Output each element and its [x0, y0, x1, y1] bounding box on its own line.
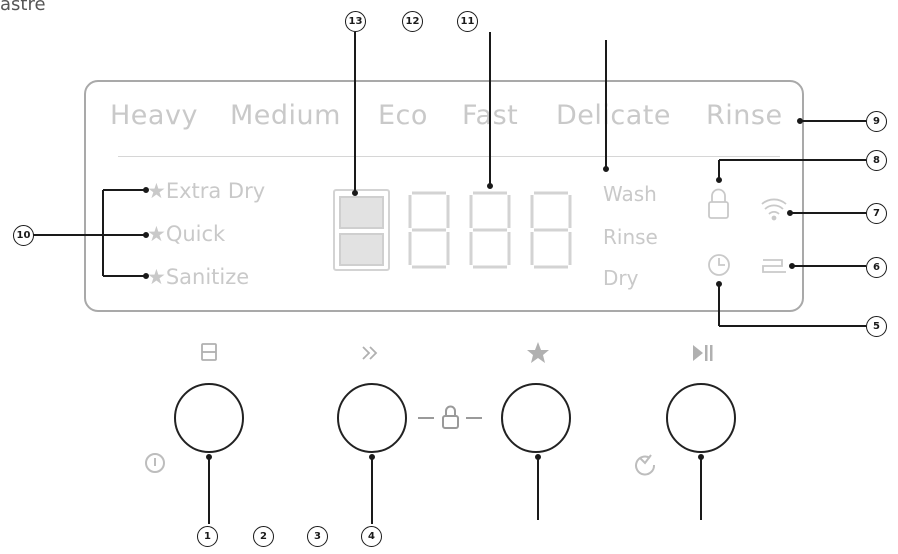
power-icon	[145, 453, 165, 473]
rinse-aid-icon	[762, 259, 786, 273]
star-icon: ★	[147, 179, 166, 203]
star-button-icon	[527, 342, 549, 363]
display-left-block	[333, 189, 390, 271]
display-cell-bottom	[339, 233, 384, 266]
leader-lines	[33, 32, 866, 524]
program-medium: Medium	[230, 100, 341, 131]
callout-7: 7	[866, 203, 887, 224]
program-delicate: Delicate	[556, 100, 671, 131]
star-icon: ★	[147, 222, 166, 246]
display-digit-1	[408, 191, 450, 269]
program-heavy: Heavy	[110, 100, 198, 131]
callout-13: 13	[345, 11, 366, 32]
callout-9: 9	[866, 111, 887, 132]
callout-11: 11	[457, 11, 478, 32]
child-lock-icon	[442, 415, 459, 429]
option-sanitize: ★Sanitize	[147, 265, 249, 289]
start-pause-button[interactable]	[666, 383, 736, 453]
callout-8: 8	[866, 150, 887, 171]
program-rinse: Rinse	[706, 100, 783, 131]
option-extra-dry: ★Extra Dry	[147, 179, 265, 203]
clock-icon	[708, 254, 730, 276]
delay-start-icon	[635, 454, 656, 476]
stage-rinse: Rinse	[603, 225, 658, 249]
callout-5: 5	[866, 316, 887, 337]
star-icon: ★	[147, 265, 166, 289]
segment-display	[333, 189, 572, 271]
callout-2: 2	[253, 526, 274, 547]
stage-dry: Dry	[603, 266, 639, 290]
panel-divider	[118, 156, 780, 157]
option-extra-dry-label: Extra Dry	[165, 179, 266, 203]
program-button[interactable]	[174, 383, 244, 453]
option-sanitize-label: Sanitize	[165, 265, 250, 289]
play-pause-icon	[693, 345, 713, 361]
lock-icon	[708, 188, 729, 219]
callout-1: 1	[197, 526, 218, 547]
option-quick-label: Quick	[165, 222, 226, 246]
program-select-icon	[201, 343, 217, 361]
wifi-icon	[761, 198, 787, 221]
cropped-header-text: astre	[0, 0, 46, 12]
option-quick: ★Quick	[147, 222, 225, 246]
child-lock-connector	[418, 405, 482, 429]
display-digit-2	[469, 191, 511, 269]
program-eco: Eco	[378, 100, 428, 131]
display-digit-3	[530, 191, 572, 269]
callout-3: 3	[307, 526, 328, 547]
callout-6: 6	[866, 257, 887, 278]
callout-12: 12	[402, 11, 423, 32]
star-button[interactable]	[501, 383, 571, 453]
option-button[interactable]	[337, 383, 407, 453]
callout-4: 4	[361, 526, 382, 547]
display-cell-top	[339, 196, 384, 229]
fast-forward-icon	[362, 346, 378, 360]
display-panel	[84, 80, 804, 312]
stage-wash: Wash	[603, 182, 657, 206]
